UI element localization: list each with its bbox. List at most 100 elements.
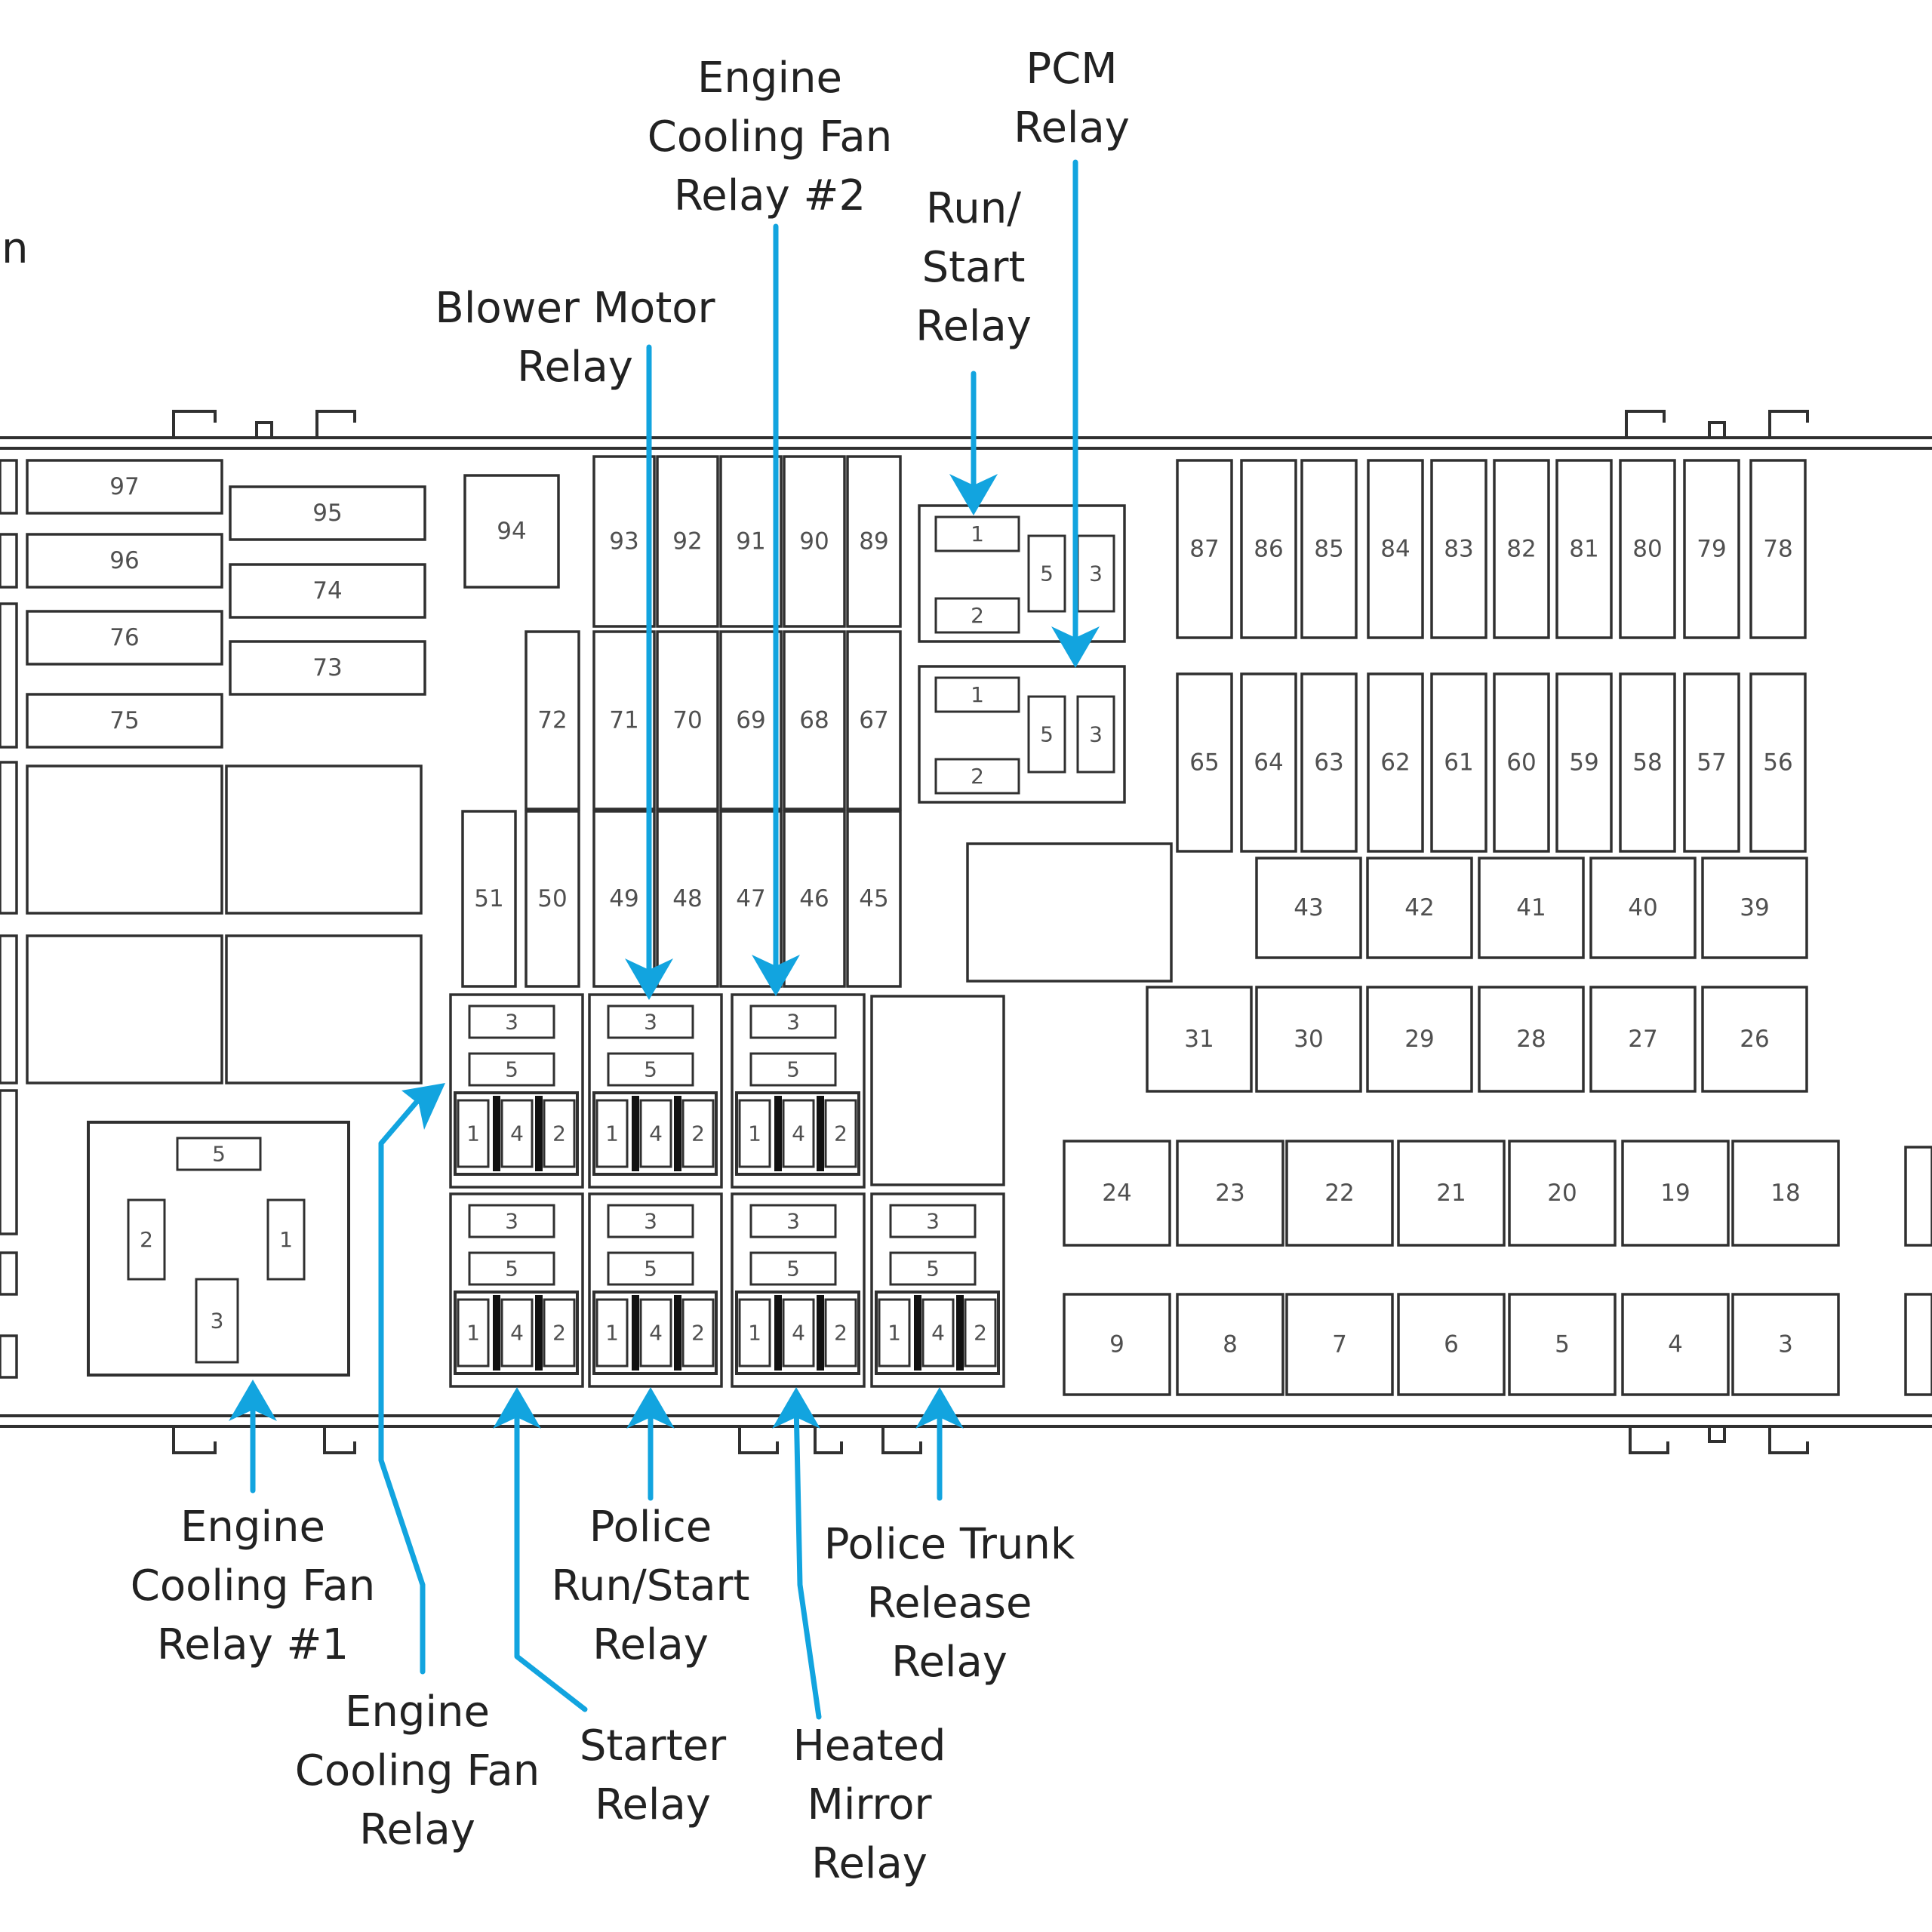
blank-block-10 bbox=[0, 934, 18, 1084]
fuse-68-label: 68 bbox=[799, 707, 829, 734]
fuse-4: 4 bbox=[1621, 1293, 1730, 1396]
fuse-73-label: 73 bbox=[312, 654, 342, 681]
fuse-59-label: 59 bbox=[1569, 749, 1598, 777]
relay-police-run-start-pin-2-label: 2 bbox=[691, 1321, 705, 1346]
fuse-70: 70 bbox=[656, 630, 719, 811]
fuse-97: 97 bbox=[26, 459, 223, 515]
fuse-60-body bbox=[1493, 672, 1550, 853]
relay-pcm-pin-3-label: 3 bbox=[1089, 722, 1103, 747]
relay-blower-left-pin-2 bbox=[543, 1099, 576, 1168]
fuse-80: 80 bbox=[1619, 459, 1676, 639]
fuse-59: 59 bbox=[1555, 672, 1613, 853]
fuse-67: 67 bbox=[846, 630, 902, 811]
fuse-91-body bbox=[719, 455, 783, 628]
blank-block-1 bbox=[225, 764, 423, 915]
fuse-45: 45 bbox=[846, 810, 902, 988]
blank-block-11 bbox=[0, 1089, 18, 1235]
relay-fan2-pin-3-label: 3 bbox=[786, 1010, 800, 1035]
callout-pcm-line-0: PCM bbox=[1026, 45, 1117, 94]
fuse-41-label: 41 bbox=[1516, 894, 1546, 921]
fan2-arrow bbox=[752, 223, 800, 996]
callout-fan1-line-1: Cooling Fan bbox=[131, 1561, 375, 1611]
fuse-43: 43 bbox=[1255, 857, 1362, 959]
fuse-92-label: 92 bbox=[672, 528, 702, 555]
fuse-51-label: 51 bbox=[474, 885, 503, 912]
fuse-18: 18 bbox=[1731, 1140, 1840, 1247]
blank-block-15 bbox=[1904, 1293, 1932, 1396]
fuse-28-body bbox=[1478, 986, 1585, 1093]
fuse-26-body bbox=[1701, 986, 1808, 1093]
fuse-31: 31 bbox=[1146, 986, 1253, 1093]
fuse-58-body bbox=[1619, 672, 1676, 853]
fuse-73-body bbox=[229, 640, 426, 696]
relay-blower-pin-1-label: 1 bbox=[605, 1121, 619, 1146]
fuse-6-body bbox=[1397, 1293, 1506, 1396]
fuse-96-label: 96 bbox=[109, 547, 139, 574]
callout-blower-motor-line-0: Blower Motor bbox=[435, 284, 715, 333]
fan-arrow bbox=[378, 1083, 445, 1675]
fuse-69-label: 69 bbox=[736, 707, 765, 734]
relay-police-run-start-pin-5-label: 5 bbox=[644, 1257, 657, 1281]
fuse-70-body bbox=[656, 630, 719, 811]
relay-pcm-pin-3 bbox=[1076, 695, 1115, 774]
fuse-95-body bbox=[229, 485, 426, 541]
fuse-63: 63 bbox=[1300, 672, 1358, 853]
blank-block-14 bbox=[1904, 1146, 1932, 1247]
fuse-71-body bbox=[592, 630, 656, 811]
fuse-19-label: 19 bbox=[1660, 1180, 1690, 1207]
fuse-39-label: 39 bbox=[1740, 894, 1769, 921]
fuse-67-body bbox=[846, 630, 902, 811]
cropped-label-fragment: n bbox=[2, 224, 29, 273]
component-blocks bbox=[0, 459, 1932, 1396]
fuse-5-label: 5 bbox=[1555, 1331, 1570, 1358]
fuse-56: 56 bbox=[1749, 672, 1807, 853]
fuse-4-body bbox=[1621, 1293, 1730, 1396]
fuse-47: 47 bbox=[719, 810, 783, 988]
fuse-91-label: 91 bbox=[736, 528, 765, 555]
callout-police-run-start-line-1: Run/Start bbox=[551, 1561, 749, 1611]
relay-run-start-pin-5-label: 5 bbox=[1040, 561, 1054, 586]
relay-starter-pin-2-label: 2 bbox=[552, 1321, 566, 1346]
relay-starter-pin-4 bbox=[500, 1298, 534, 1367]
relay-heated-mirror-pin-2-label: 2 bbox=[834, 1321, 848, 1346]
fuse-80-label: 80 bbox=[1632, 536, 1662, 563]
fuse-75: 75 bbox=[26, 693, 223, 749]
fuse-94: 94 bbox=[463, 474, 560, 589]
blower-motor-arrow bbox=[625, 344, 673, 1000]
blank-block-13 bbox=[0, 1334, 18, 1379]
relay-heated-mirror-pin-4 bbox=[782, 1298, 815, 1367]
fuse-19: 19 bbox=[1621, 1140, 1730, 1247]
fuse-58-label: 58 bbox=[1632, 749, 1662, 777]
fuse-7-body bbox=[1285, 1293, 1394, 1396]
relay-run-start-pin-1-label: 1 bbox=[971, 521, 984, 546]
fuse-56-body bbox=[1749, 672, 1807, 853]
fuse-84: 84 bbox=[1367, 459, 1424, 639]
fuse-8-label: 8 bbox=[1223, 1331, 1238, 1358]
fuse-19-body bbox=[1621, 1140, 1730, 1247]
blank-block-7 bbox=[0, 533, 18, 589]
relay-police-trunk-pin-2-label: 2 bbox=[974, 1321, 987, 1346]
fuse-85-body bbox=[1300, 459, 1358, 639]
fuse-80-body bbox=[1619, 459, 1676, 639]
relay-police-trunk-pin-4 bbox=[921, 1298, 955, 1367]
relay-run-start-pin-2 bbox=[934, 597, 1020, 634]
fuse-46-body bbox=[783, 810, 846, 988]
fuse-60: 60 bbox=[1493, 672, 1550, 853]
relay-heated-mirror-pin-3 bbox=[749, 1204, 837, 1238]
callout-police-run-start-line-2: Relay bbox=[592, 1620, 709, 1669]
relay-blower-left-pin-4-label: 4 bbox=[510, 1121, 524, 1146]
fuse-21: 21 bbox=[1397, 1140, 1506, 1247]
fan1-arrow bbox=[229, 1380, 277, 1494]
fuse-41: 41 bbox=[1478, 857, 1585, 959]
callout-run-start-line-1: Start bbox=[922, 243, 1026, 292]
fuse-84-label: 84 bbox=[1380, 536, 1410, 563]
fuse-85-label: 85 bbox=[1314, 536, 1343, 563]
relay-starter-divider-a bbox=[493, 1295, 500, 1371]
fuse-74-label: 74 bbox=[312, 577, 342, 605]
fuse-9-label: 9 bbox=[1109, 1331, 1124, 1358]
relay-starter-pin-5 bbox=[468, 1251, 555, 1286]
